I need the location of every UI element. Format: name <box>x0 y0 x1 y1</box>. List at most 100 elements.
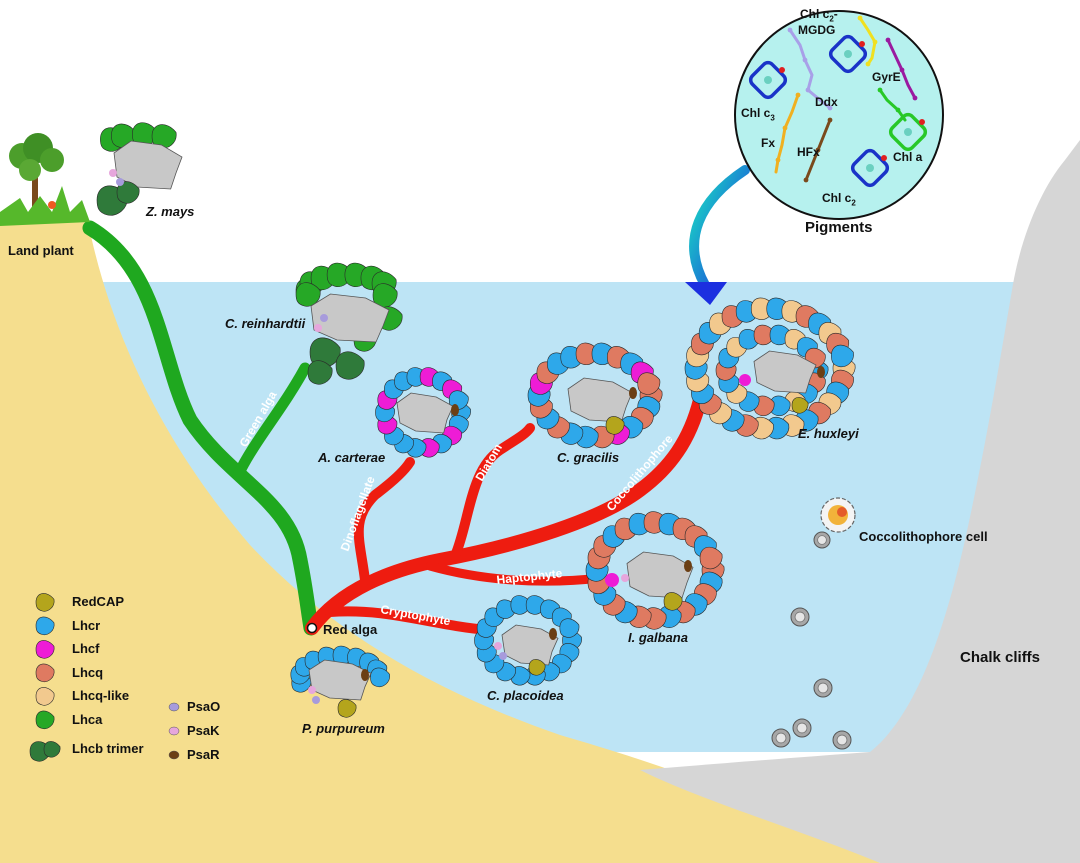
chl-a-tail <box>878 88 907 122</box>
psi-core <box>567 377 633 423</box>
legend-swatch-lhcq-like <box>35 687 55 706</box>
coccolith-center <box>775 732 787 744</box>
lhca-antenna <box>151 124 177 149</box>
lhc-antenna <box>699 546 723 570</box>
pigment-label-fx: Fx <box>761 136 776 150</box>
psi-core <box>310 293 390 343</box>
complex-e-huxleyi <box>684 297 856 440</box>
psi-core <box>753 350 817 394</box>
redcap <box>605 416 625 435</box>
label-p-purpureum: P. purpureum <box>302 721 385 736</box>
pigment-molecules <box>748 15 928 188</box>
chl-c2-molecule-oxygen <box>859 41 865 47</box>
mgdg-molecule-atom <box>805 87 811 93</box>
psao-subunit <box>499 652 507 660</box>
lhcb-trimer <box>116 181 140 204</box>
psao-subunit <box>116 178 124 186</box>
psar-subunit <box>684 560 692 572</box>
label-e-huxleyi: E. huxleyi <box>798 426 859 441</box>
mgdg-molecule <box>788 28 832 110</box>
lhc-antenna <box>753 324 775 346</box>
lhca-antenna <box>326 262 352 287</box>
legend-label: PsaR <box>187 747 220 762</box>
mgdg-molecule-atom <box>787 27 793 33</box>
mgdg-chain-atom <box>865 61 871 67</box>
gyre-molecule-atom <box>885 37 891 43</box>
psar-subunit <box>361 669 369 681</box>
redcap <box>528 659 546 676</box>
pigments-arrowhead <box>685 282 727 305</box>
psao-subunit <box>312 696 320 704</box>
lhcr-antenna <box>510 595 531 615</box>
pigment-label-chl-a: Chl a <box>893 150 923 164</box>
lhcb-trimer <box>307 360 333 385</box>
legend-swatch-lhcr <box>35 616 55 636</box>
psi-core <box>308 659 372 701</box>
green-lineage <box>82 220 319 636</box>
chalk-cliffs <box>640 140 1080 863</box>
pigments-panel <box>734 10 944 220</box>
sand-slope <box>0 222 880 863</box>
psak-subunit <box>308 686 316 694</box>
psak-subunit <box>314 324 322 332</box>
lhcb-trimer <box>335 351 365 380</box>
chl-c2-molecule-center <box>866 164 874 172</box>
legend-label: PsaO <box>187 699 221 714</box>
redcap <box>337 699 357 718</box>
dinoflagellate-branch <box>353 457 415 585</box>
lhcr-antenna <box>559 618 580 638</box>
cell-plastid <box>837 507 847 517</box>
coccolithophore-cell <box>820 497 856 533</box>
legend-label: Lhca <box>72 711 103 727</box>
chl-a-tail-atom <box>895 107 901 113</box>
psao-subunit <box>320 314 328 322</box>
pigment-label-gyre: GyrE <box>872 70 901 84</box>
hfx-molecule-atom <box>803 177 809 183</box>
label-a-carterae: A. carterae <box>318 450 386 465</box>
psak-subunit <box>494 642 502 650</box>
psi-core <box>396 392 454 434</box>
label-chalk-cliffs: Chalk cliffs <box>960 649 1041 666</box>
mgdg-molecule-atom <box>802 57 808 63</box>
psi-core <box>501 624 559 666</box>
legend-label: Lhcf <box>72 641 100 656</box>
label-c-reinhardtii: C. reinhardtii <box>225 316 306 331</box>
legend-swatch-redcap <box>35 593 55 612</box>
chl-c3-molecule-oxygen <box>779 67 785 73</box>
psar-subunit <box>629 387 637 399</box>
chl-c3-molecule <box>748 60 788 100</box>
cryptophyte-branch <box>325 606 493 635</box>
pigment-label-chl-c2: Chl c2 <box>822 191 856 208</box>
lhcf-antenna <box>605 573 619 587</box>
lhc-antenna <box>831 344 854 368</box>
legend-swatch-lhca <box>35 710 55 730</box>
coccolith-center <box>817 535 827 545</box>
mgdg-chain-atom <box>857 15 863 21</box>
legend-label: PsaK <box>187 723 220 738</box>
legend-swatch-lhcf <box>35 640 55 659</box>
legend-swatch-psak <box>168 726 180 736</box>
complex-c-gracilis <box>527 342 663 449</box>
pigment-label-ddx: Ddx <box>815 95 838 109</box>
psi-core <box>626 551 694 599</box>
complex-p-purpureum <box>290 645 390 718</box>
legend-label: Lhcq-like <box>72 688 130 703</box>
diatom-branch <box>450 423 535 561</box>
chl-c2-molecule <box>850 148 890 188</box>
label-land-plant: Land plant <box>8 243 74 258</box>
chl-a-molecule-oxygen <box>919 119 925 125</box>
chl-a-molecule <box>888 112 928 152</box>
chl-c2-molecule-oxygen <box>881 155 887 161</box>
legend-label: Lhcr <box>72 617 101 633</box>
coccolith-center <box>794 611 806 623</box>
legend-label: RedCAP <box>72 594 125 609</box>
redcap <box>791 397 809 414</box>
complex-c-placoidea <box>474 595 582 686</box>
complex-c-reinhardtii <box>295 262 403 385</box>
mgdg-chain-atom <box>872 39 878 45</box>
pigments-title: Pigments <box>805 219 873 236</box>
lhc-antenna <box>637 372 661 395</box>
psar-subunit <box>451 404 459 416</box>
